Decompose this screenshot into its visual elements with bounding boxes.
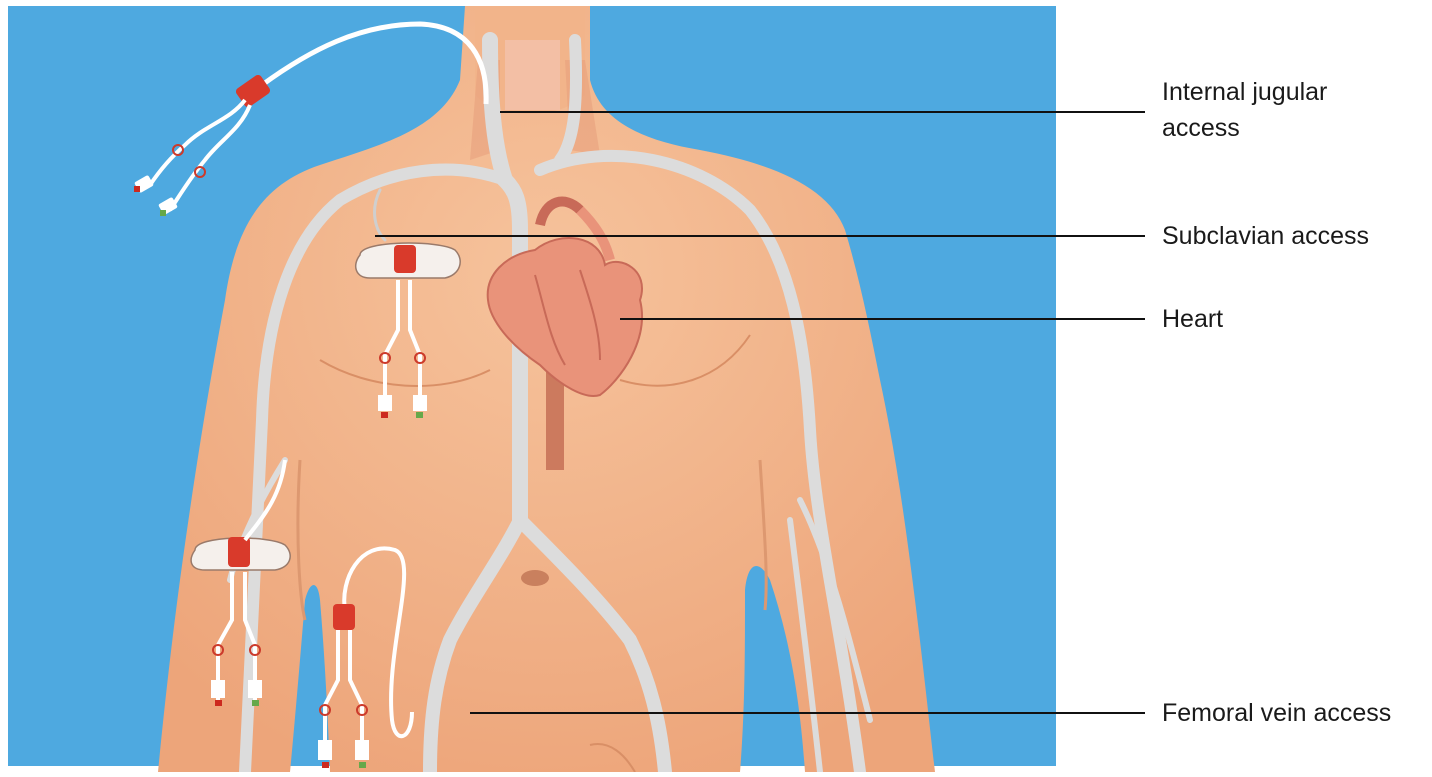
label-femoral: Femoral vein access: [1162, 695, 1391, 731]
label-internal-jugular-line1: Internal jugular: [1162, 74, 1327, 110]
label-heart: Heart: [1162, 301, 1223, 337]
trachea: [505, 40, 560, 110]
navel: [521, 570, 549, 586]
label-internal-jugular-line2: access: [1162, 110, 1327, 146]
label-subclavian: Subclavian access: [1162, 218, 1369, 254]
label-internal-jugular: Internal jugular access: [1162, 74, 1327, 146]
